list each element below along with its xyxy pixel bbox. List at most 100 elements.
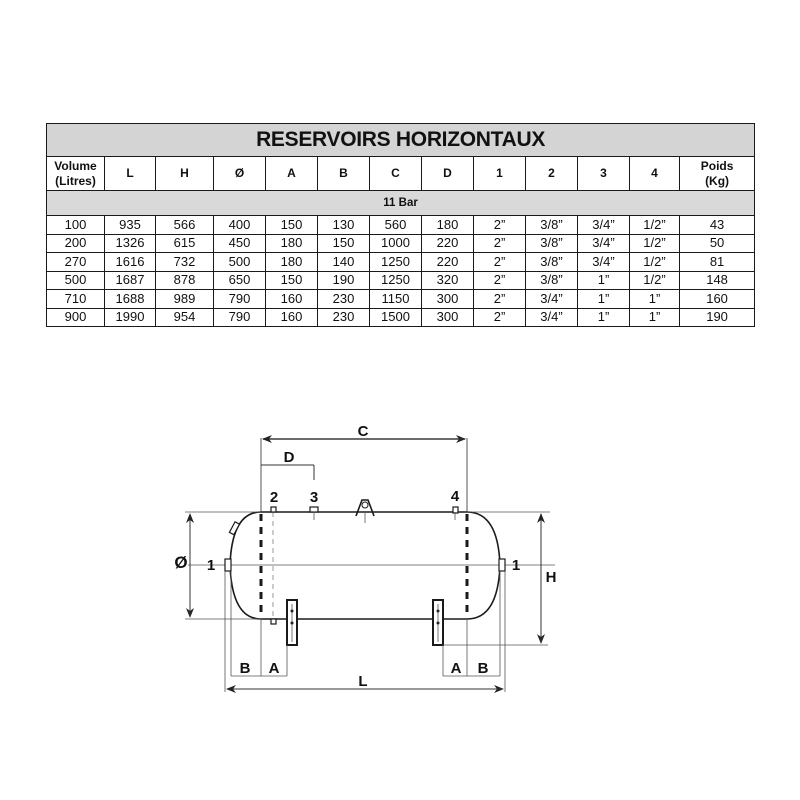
lifting-lug-icon <box>355 499 375 517</box>
table-cell: 500 <box>46 270 105 290</box>
table-cell: 100 <box>46 215 105 235</box>
column-header-label: Ø <box>234 166 245 180</box>
table-cell: 81 <box>678 252 756 272</box>
column-header: 3 <box>577 156 630 191</box>
table-cell: 900 <box>46 307 105 327</box>
table-cell: 320 <box>421 270 474 290</box>
table-cell: 180 <box>265 252 318 272</box>
table-cell: 1” <box>577 270 630 290</box>
table-cell: 1687 <box>104 270 156 290</box>
label-port-4: 4 <box>451 488 460 505</box>
column-header-label: 4 <box>651 166 658 180</box>
table-cell: 2” <box>473 233 526 253</box>
table-cell: 710 <box>46 289 105 309</box>
table-cell: 954 <box>155 307 214 327</box>
dimension-l: L <box>224 571 506 693</box>
table-cell: 560 <box>369 215 422 235</box>
table-cell: 200 <box>46 233 105 253</box>
table-cell: 1000 <box>369 233 422 253</box>
table-cell: 300 <box>421 307 474 327</box>
label-d: D <box>284 449 295 466</box>
table-cell: 3/8” <box>525 215 578 235</box>
port-fittings <box>224 499 506 625</box>
label-port-1-left: 1 <box>207 557 215 574</box>
table-cell: 3/8” <box>525 233 578 253</box>
table-cell: 1” <box>629 289 680 309</box>
column-header-label: D <box>443 166 452 180</box>
table-cell: 450 <box>213 233 266 253</box>
table-cell: 2” <box>473 215 526 235</box>
column-header: H <box>155 156 214 191</box>
port-1-right-fitting <box>498 558 506 572</box>
table-cell: 1500 <box>369 307 422 327</box>
table-cell: 140 <box>317 252 370 272</box>
column-header-label: Poids <box>700 158 734 173</box>
table-cell: 878 <box>155 270 214 290</box>
table-cell: 1990 <box>104 307 156 327</box>
table-cell: 150 <box>317 233 370 253</box>
column-header-unit: (Litres) <box>55 173 96 188</box>
label-diameter: Ø <box>174 553 187 572</box>
column-header: 1 <box>473 156 526 191</box>
table-cell: 148 <box>678 270 756 290</box>
column-header-label: C <box>391 166 400 180</box>
table-cell: 790 <box>213 289 266 309</box>
port-3-fitting <box>309 506 319 513</box>
table-cell: 3/8” <box>525 252 578 272</box>
table-cell: 190 <box>678 307 756 327</box>
table-cell: 1250 <box>369 270 422 290</box>
table-cell: 1” <box>577 289 630 309</box>
table-cell: 3/8” <box>525 270 578 290</box>
column-header-label: Volume <box>54 158 97 173</box>
table-cell: 1/2” <box>629 233 680 253</box>
table-cell: 1326 <box>104 233 156 253</box>
label-l: L <box>358 673 367 690</box>
table-cell: 3/4” <box>525 307 578 327</box>
table-cell: 400 <box>213 215 266 235</box>
table-cell: 650 <box>213 270 266 290</box>
table-cell: 566 <box>155 215 214 235</box>
column-header: A <box>265 156 318 191</box>
table-cell: 500 <box>213 252 266 272</box>
table-cell: 615 <box>155 233 214 253</box>
table-cell: 1150 <box>369 289 422 309</box>
table-cell: 160 <box>265 289 318 309</box>
column-header-label: H <box>180 166 189 180</box>
column-header: B <box>317 156 370 191</box>
column-header-label: 1 <box>496 166 503 180</box>
column-header: Ø <box>213 156 266 191</box>
table-cell: 190 <box>317 270 370 290</box>
column-header-label: 2 <box>548 166 555 180</box>
dimension-diameter: Ø <box>174 513 194 618</box>
column-header-label: B <box>339 166 348 180</box>
table-cell: 2” <box>473 307 526 327</box>
table-cell: 130 <box>317 215 370 235</box>
table-cell: 220 <box>421 233 474 253</box>
column-header: 4 <box>629 156 680 191</box>
table-cell: 1” <box>629 307 680 327</box>
column-header-label: A <box>287 166 296 180</box>
table-cell: 2” <box>473 270 526 290</box>
table-cell: 220 <box>421 252 474 272</box>
label-b-right: B <box>478 660 489 677</box>
label-b-left: B <box>240 660 251 677</box>
pressure-label: 11 Bar <box>45 190 756 216</box>
drain-fitting <box>270 618 277 625</box>
table-cell: 2” <box>473 252 526 272</box>
table-cell: 3/4” <box>577 233 630 253</box>
table-cell: 3/4” <box>577 252 630 272</box>
dimension-h: H <box>443 513 556 646</box>
table-title: RESERVOIRS HORIZONTAUX <box>45 123 756 157</box>
label-a-left: A <box>269 660 280 677</box>
label-port-2: 2 <box>270 489 278 506</box>
column-header-label: 3 <box>600 166 607 180</box>
table-cell: 935 <box>104 215 156 235</box>
table-cell: 790 <box>213 307 266 327</box>
column-header: Volume(Litres) <box>46 156 105 191</box>
table-cell: 3/4” <box>525 289 578 309</box>
